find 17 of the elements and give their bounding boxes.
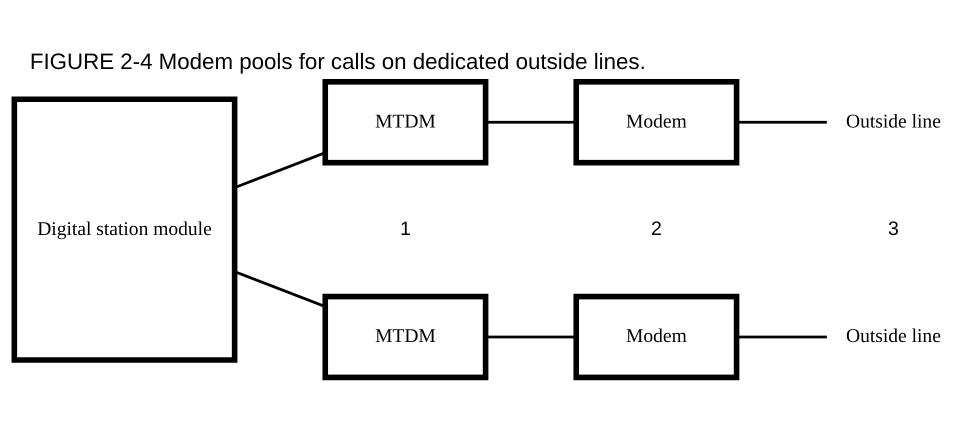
diagram-title: FIGURE 2-4 Modem pools for calls on dedicated outside lines. bbox=[30, 49, 646, 74]
label: 2 bbox=[650, 218, 662, 240]
node-text: Outside line bbox=[846, 111, 941, 132]
connector bbox=[234, 270, 326, 308]
node-box: Modem bbox=[573, 79, 740, 166]
connector bbox=[486, 336, 576, 338]
node-box: Digital station module bbox=[12, 96, 238, 363]
connector bbox=[737, 120, 827, 124]
connector bbox=[737, 336, 827, 338]
node-box: MTDM bbox=[322, 79, 488, 166]
node-box: Modem bbox=[573, 294, 740, 380]
label: 1 bbox=[400, 218, 411, 240]
connector bbox=[486, 120, 576, 124]
node-box: MTDM bbox=[322, 294, 488, 380]
node-text: Outside line bbox=[846, 326, 941, 348]
connector bbox=[234, 152, 326, 189]
label: 3 bbox=[888, 218, 899, 240]
